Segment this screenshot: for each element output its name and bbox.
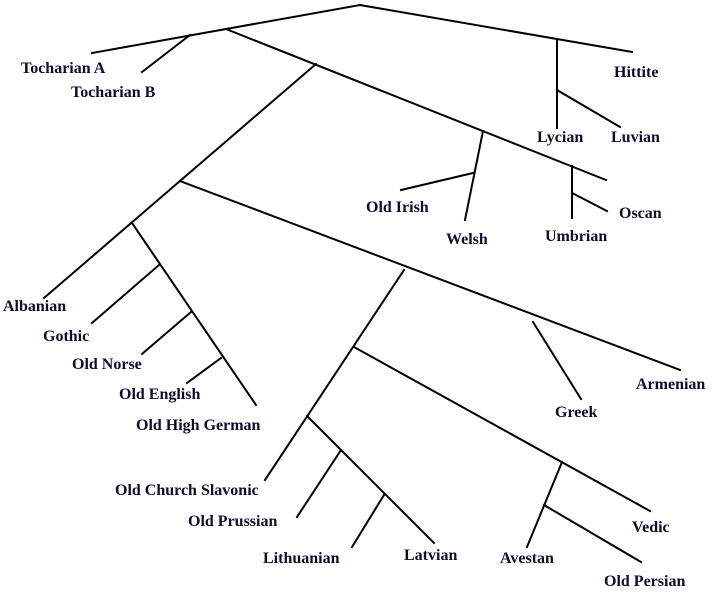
leaf-greek: Greek — [555, 404, 598, 421]
leaf-welsh: Welsh — [446, 231, 488, 248]
edge-old-irish — [399, 171, 475, 192]
leaf-old-church-slavonic: Old Church Slavonic — [115, 482, 259, 499]
edge-indo-iranian — [352, 345, 652, 513]
edge-old-norse — [140, 310, 193, 356]
edge-celtic-welsh — [463, 129, 485, 222]
leaf-old-irish: Old Irish — [366, 199, 429, 216]
leaf-vedic: Vedic — [632, 519, 670, 536]
leaf-old-prussian: Old Prussian — [188, 513, 278, 530]
leaf-hittite: Hittite — [614, 64, 659, 81]
edge-root-right — [358, 3, 634, 54]
edge-core-ie — [224, 27, 608, 182]
edge-oscan — [570, 191, 609, 213]
leaf-avestan: Avestan — [500, 550, 554, 567]
leaf-armenian: Armenian — [636, 376, 706, 393]
edge-old-persian — [542, 503, 643, 564]
leaf-old-english: Old English — [119, 386, 201, 403]
leaf-tocharian-b: Tocharian B — [71, 84, 156, 101]
leaf-albanian: Albanian — [3, 298, 67, 315]
edge-gothic — [90, 263, 161, 325]
edge-greek — [531, 320, 583, 401]
leaf-luvian: Luvian — [611, 129, 660, 146]
edge-germanic-rest — [178, 179, 682, 372]
edge-latvian — [305, 414, 436, 545]
leaf-gothic: Gothic — [43, 328, 90, 345]
leaf-lycian: Lycian — [537, 129, 584, 146]
leaf-umbrian: Umbrian — [545, 228, 608, 245]
edge-old-prussian — [295, 448, 343, 519]
leaf-old-high-german: Old High German — [136, 417, 261, 434]
leaf-latvian: Latvian — [404, 547, 458, 564]
leaf-lithuanian: Lithuanian — [263, 550, 340, 567]
edge-luvian — [555, 88, 622, 129]
edge-old-english — [185, 356, 223, 385]
edge-tocharian-b — [140, 33, 192, 74]
leaf-old-norse: Old Norse — [72, 356, 142, 373]
edge-lithuanian — [350, 493, 386, 549]
leaf-oscan: Oscan — [619, 205, 662, 222]
leaf-old-persian: Old Persian — [604, 573, 686, 590]
leaf-tocharian-a: Tocharian A — [21, 60, 106, 77]
edge-old-church-slavonic — [263, 268, 406, 482]
edge-old-high-german — [130, 221, 258, 407]
